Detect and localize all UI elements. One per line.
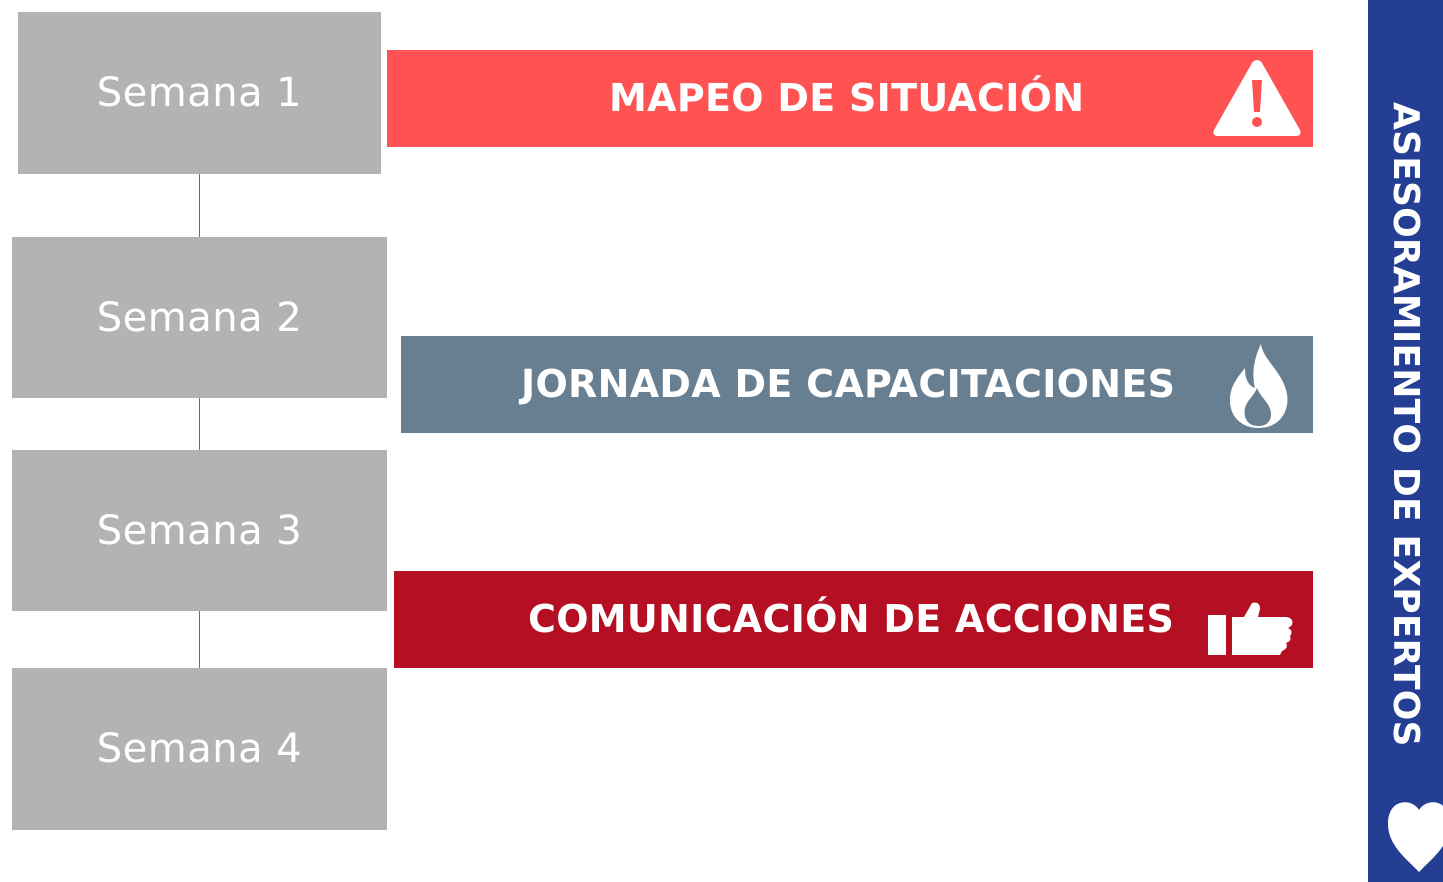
thumbs-up-icon [1206, 601, 1296, 666]
banner-mapeo: MAPEO DE SITUACIÓN [387, 50, 1313, 147]
banner-comunicacion: COMUNICACIÓN DE ACCIONES [394, 571, 1313, 668]
flame-icon [1227, 342, 1291, 439]
banner-mapeo-label: MAPEO DE SITUACIÓN [609, 76, 1085, 120]
week-3-box: Semana 3 [12, 450, 387, 611]
side-panel-label: ASESORAMIENTO DE EXPERTOS [1385, 102, 1426, 747]
week-4-box: Semana 4 [12, 668, 387, 830]
week-2-label: Semana 2 [96, 294, 303, 341]
week-2-box: Semana 2 [12, 237, 387, 398]
banner-jornada: JORNADA DE CAPACITACIONES [401, 336, 1313, 433]
week-1-label: Semana 1 [96, 70, 303, 116]
week-4-label: Semana 4 [96, 726, 303, 772]
connector-line [199, 174, 200, 237]
side-panel: ASESORAMIENTO DE EXPERTOS [1368, 0, 1443, 882]
banner-jornada-label: JORNADA DE CAPACITACIONES [521, 362, 1176, 406]
week-3-label: Semana 3 [96, 507, 303, 554]
heart-icon [1382, 798, 1443, 882]
warning-icon [1211, 56, 1303, 149]
connector-line [199, 611, 200, 668]
connector-line [199, 398, 200, 450]
banner-comunicacion-label: COMUNICACIÓN DE ACCIONES [528, 597, 1175, 641]
week-1-box: Semana 1 [18, 12, 381, 174]
